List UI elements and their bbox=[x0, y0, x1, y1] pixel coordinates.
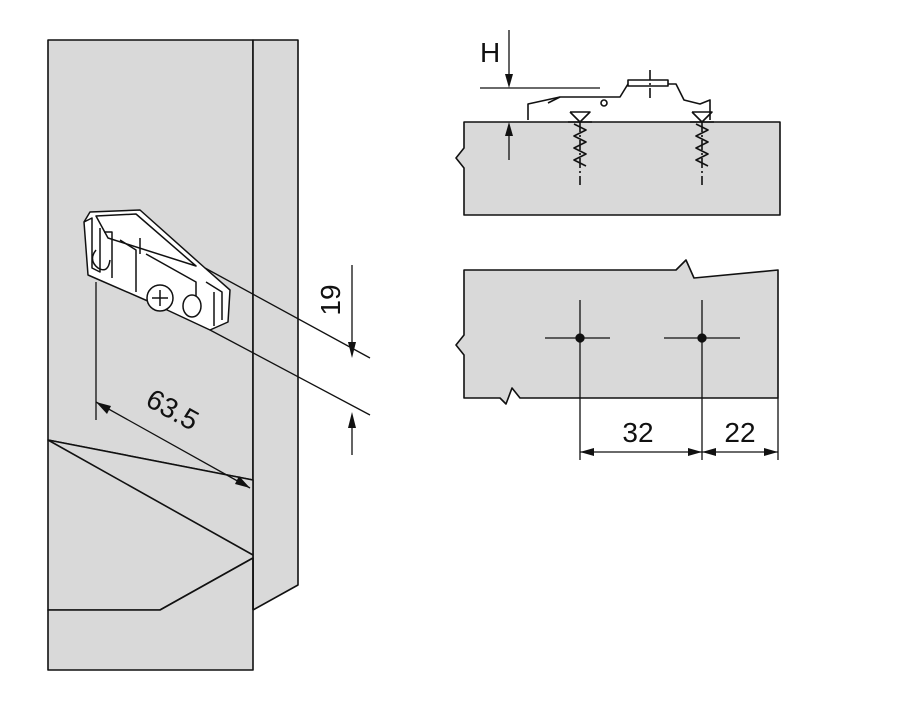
dimension-63-5 bbox=[95, 282, 251, 489]
cabinet-perspective-view bbox=[47, 39, 299, 671]
second-hole bbox=[182, 294, 202, 318]
dimension-32-22 bbox=[580, 448, 778, 456]
screw-right-icon bbox=[690, 111, 714, 185]
plan-panel bbox=[455, 259, 779, 405]
screw-left-icon bbox=[568, 111, 592, 185]
hole-marker-left bbox=[545, 300, 610, 460]
dimension-19 bbox=[204, 265, 371, 455]
dimension-h-label: H bbox=[480, 37, 500, 68]
dimension-19-label: 19 bbox=[315, 284, 346, 315]
plan-view bbox=[455, 259, 779, 405]
elevation-panel bbox=[455, 121, 781, 216]
side-elevation-view bbox=[455, 70, 781, 216]
hole-marker-right bbox=[664, 300, 740, 460]
mounting-plate-perspective bbox=[83, 209, 231, 331]
dimension-h bbox=[480, 30, 600, 160]
panel-front-edge bbox=[252, 39, 299, 611]
dimension-22-label: 22 bbox=[724, 417, 755, 448]
dimension-32-label: 32 bbox=[622, 417, 653, 448]
bottom-panel-front bbox=[47, 557, 254, 671]
